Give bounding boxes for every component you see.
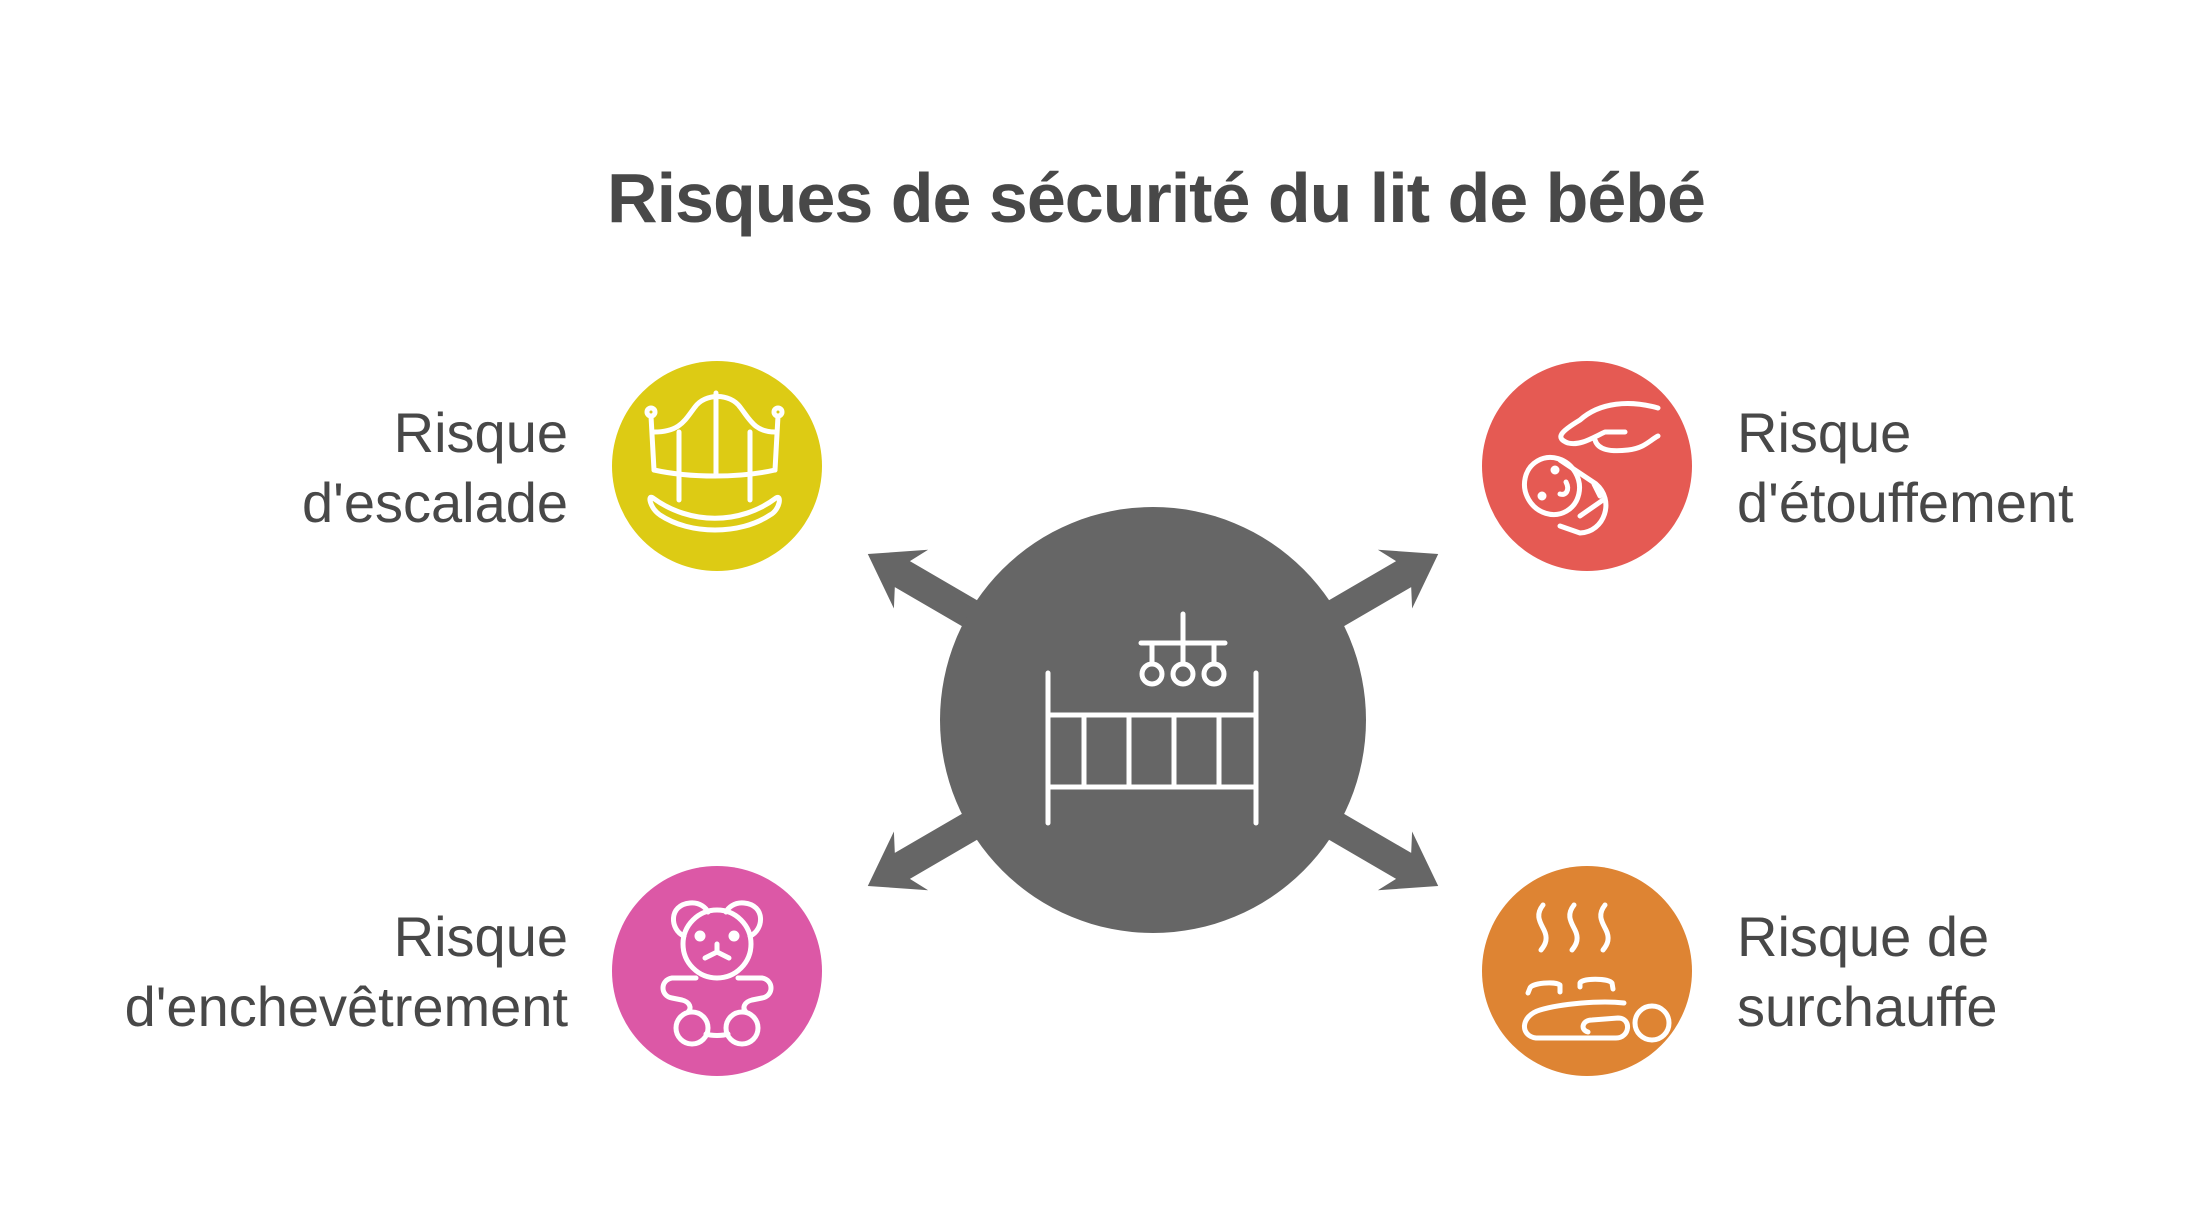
entanglement-circle [612,866,822,1076]
crib-with-mobile-icon [1045,611,1259,826]
suffocation-circle [1482,361,1692,571]
hand-over-swaddled-baby-icon [1521,401,1661,536]
label-overheating-risk: Risque de surchauffe [1737,902,1997,1042]
label-line-1: Risque de [1737,905,1990,968]
label-line-2: d'escalade [302,471,568,534]
label-line-1: Risque [1737,401,1912,464]
node-entanglement-risk [612,866,822,1076]
node-overheating-risk [1482,866,1692,1076]
label-line-1: Risque [393,401,568,464]
label-line-2: surchauffe [1737,975,1998,1038]
label-line-2: d'enchevêtrement [124,975,568,1038]
center-circle [940,507,1366,933]
label-entanglement-risk: Risque d'enchevêtrement [125,902,568,1042]
label-suffocation-risk: Risque d'étouffement [1737,398,2074,538]
node-suffocation-risk [1482,361,1692,571]
overheating-circle [1482,866,1692,1076]
overheated-baby-icon [1522,902,1672,1043]
page-title: Risques de sécurité du lit de bébé [607,159,1706,237]
label-line-1: Risque [393,905,568,968]
label-climbing-risk: Risque d'escalade [302,398,568,538]
center-node [940,507,1366,933]
node-climbing-risk [612,361,822,571]
teddy-bear-icon [660,900,774,1047]
label-line-2: d'étouffement [1737,471,2074,534]
rocking-crib-icon [644,390,785,533]
